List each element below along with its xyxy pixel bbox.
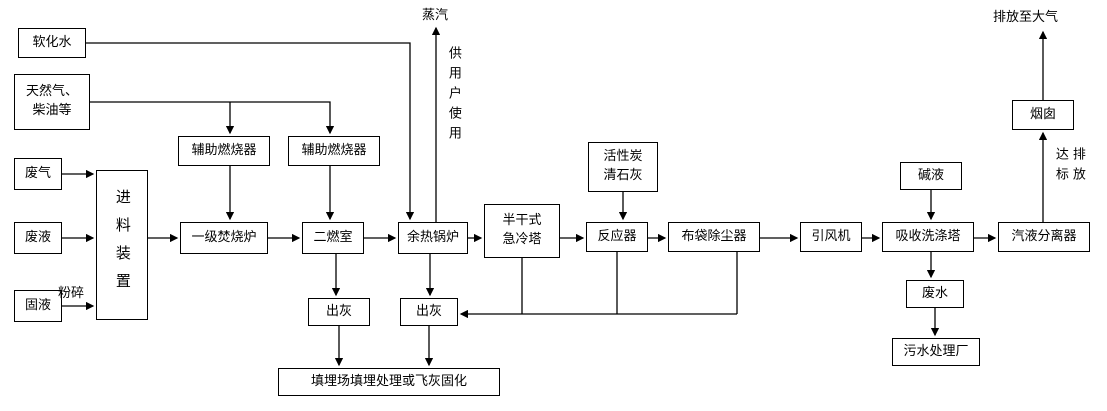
- node-primary-incinerator: 一级焚烧炉: [180, 222, 268, 254]
- node-scrubber: 吸收洗涤塔: [882, 222, 974, 252]
- label-standard-right: 排放: [1069, 147, 1085, 187]
- node-soft-water: 软化水: [18, 28, 86, 58]
- node-induced-draft-fan: 引风机: [800, 222, 862, 252]
- node-ash-out-1: 出灰: [308, 298, 370, 326]
- label-to-atmosphere: 排放至大气: [993, 10, 1059, 25]
- node-activated-carbon-lime: 活性炭 清石灰: [588, 142, 658, 192]
- node-bag-filter: 布袋除尘器: [668, 222, 760, 252]
- node-secondary-chamber: 二燃室: [302, 222, 364, 254]
- node-waste-liquid: 废液: [14, 222, 62, 254]
- node-waste-water: 废水: [906, 280, 964, 308]
- node-aux-burner-1: 辅助燃烧器: [178, 136, 270, 166]
- label-steam: 蒸汽: [422, 8, 449, 23]
- node-fuel: 天然气、 柴油等: [14, 74, 90, 130]
- node-waste-heat-boiler: 余热锅炉: [398, 222, 468, 254]
- node-chimney: 烟囱: [1012, 100, 1074, 130]
- node-reactor: 反应器: [586, 222, 648, 252]
- edge-softwater-boiler: [86, 42, 415, 221]
- node-alkali: 碱液: [900, 162, 962, 190]
- node-aux-burner-2: 辅助燃烧器: [288, 136, 380, 166]
- node-feeder: 进料装置: [96, 170, 148, 320]
- node-vapor-liquid-separator: 汽液分离器: [998, 222, 1090, 252]
- label-crush: 粉碎: [58, 286, 85, 301]
- node-sewage-plant: 污水处理厂: [892, 338, 980, 366]
- node-quench-tower: 半干式 急冷塔: [484, 204, 560, 258]
- node-waste-gas: 废气: [14, 158, 62, 190]
- node-landfill: 填埋场填埋处理或飞灰固化: [278, 368, 500, 396]
- node-solid-waste: 固液: [14, 290, 62, 322]
- label-for-users: 供用户使用: [445, 46, 461, 146]
- label-standard-left: 达标: [1052, 147, 1068, 187]
- edge-fuel-burner2: [90, 101, 335, 135]
- node-ash-out-2: 出灰: [400, 298, 458, 326]
